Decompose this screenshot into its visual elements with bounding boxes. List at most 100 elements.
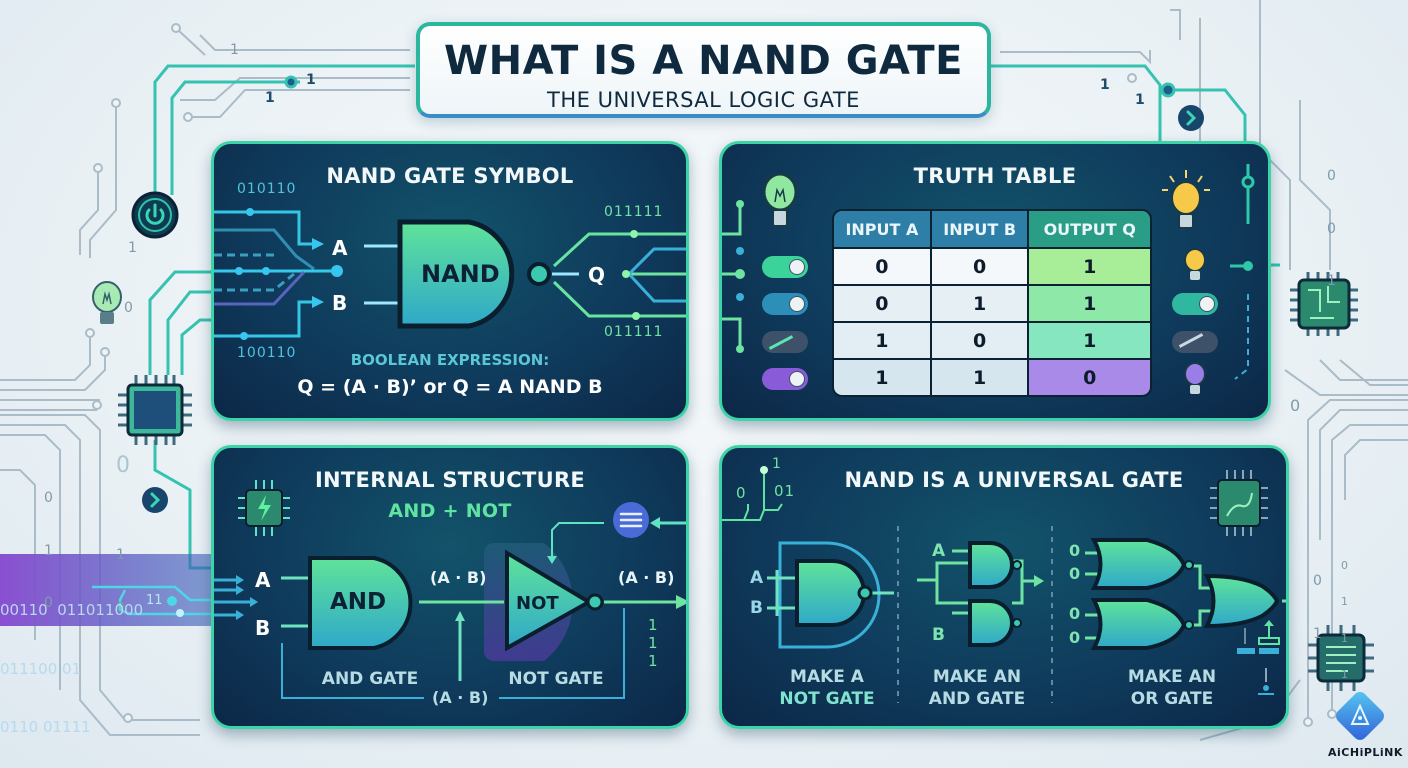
cell-output-q: 0 [1029,358,1150,395]
or-input-label: 0 [1069,604,1081,623]
universal-gate-panel: 0 1 01 NAND IS A UNIVERSAL GATE A B A B … [719,445,1289,729]
panel-title: NAND IS A UNIVERSAL GATE [844,468,1184,492]
output-q-label: Q [588,263,606,287]
page-subtitle: THE UNIVERSAL LOGIC GATE [547,88,860,112]
title-banner: WHAT IS A NAND GATE THE UNIVERSAL LOGIC … [416,22,991,118]
output-bits: 1 1 1 [648,616,659,670]
toggle-knob [789,371,805,387]
circuit-chip-icon [1290,272,1358,336]
toggle-knob [1199,296,1215,312]
bg-bit: 0 [44,595,53,611]
bg-bit: 1 [1100,77,1110,93]
bg-bit: 0 [116,453,130,478]
cell-input-a: 0 [834,247,932,284]
header-output-q: OUTPUT Q [1029,211,1150,247]
table-row: 0 0 1 [834,247,1150,284]
bg-bit-column: 0 1 1 1 [1341,536,1348,693]
bg-bit: 1 [1341,668,1348,682]
toggle-switch[interactable] [762,331,808,353]
cell-output-q: 1 [1029,321,1150,358]
bg-bit: 1 [1341,595,1348,609]
caption-line: MAKE A [790,667,864,687]
output-bit: 1 [648,652,659,670]
truth-table-panel: TRUTH TABLE INPUT A [719,141,1271,421]
nand-gate-label: NAND [421,260,500,288]
bg-bit: 0 [1327,220,1336,237]
output-bit: 1 [648,634,659,652]
caption-line: AND GATE [928,689,1026,710]
not-gate-caption: NOT GATE [508,669,604,689]
boolean-expression: Q = (A · B)’ or Q = A NAND B [297,376,603,398]
toggle-switch[interactable] [1172,293,1218,315]
cell-input-b: 0 [931,321,1030,358]
lightbulb-icon [92,281,122,324]
input-b-label: B [255,616,271,640]
and-gate-caption: AND GATE [321,669,419,689]
table-row: 0 1 1 [834,284,1150,321]
or-input-label: 0 [1069,564,1081,583]
boolean-expression-label: BOOLEAN EXPRESSION: [350,351,550,369]
brand-logo-text: AiCHiPLiNK [1328,746,1403,759]
toggle-switch[interactable] [762,368,808,390]
input-a-label: A [255,568,271,592]
output-bit: 1 [648,616,659,634]
panel-subtitle: AND + NOT [388,500,512,522]
input-bits-bottom: 100110 [237,345,297,361]
bg-bit: 1 [265,90,275,106]
not-gate-label: NOT [516,593,559,614]
toggle-switch[interactable] [1172,331,1218,353]
bg-bit: 1 [44,542,53,559]
bg-bit: 1 [1327,273,1336,289]
toggle-knob [789,259,805,275]
caption-line: MAKE AN [1127,667,1217,687]
output-bits-top: 011111 [604,204,664,220]
toggle-switch[interactable] [762,293,808,315]
or-input-label: 0 [1069,628,1081,647]
stream-line: 0110 01111 [0,718,91,736]
panel-title: NAND GATE SYMBOL [326,164,574,188]
bg-bit-column: 0 0 1 [1327,133,1336,308]
bg-bit: 0 [1341,559,1348,573]
chevron-right-icon[interactable] [140,485,170,515]
output-indicator-icon [1237,620,1280,695]
bg-bit: 1 [128,240,137,256]
make-or-gate-caption: MAKE AN OR GATE [1092,666,1252,710]
not-input-b-label: B [750,598,763,618]
bg-bit: 1 [1341,631,1348,645]
feedback-expression: (A · B) [432,688,489,707]
bg-bit: 1 [1313,625,1322,642]
bg-bit: 0 [1290,396,1301,415]
list-icon[interactable] [613,502,649,538]
toggle-knob [789,296,805,312]
bg-bit-column: 1 0 [116,512,125,635]
stream-line: 00110 011011000 [0,601,144,619]
toggle-lever [1178,333,1204,348]
internal-structure-panel: INTERNAL STRUCTURE AND + NOT A B AND NOT… [211,445,689,729]
power-icon[interactable] [130,190,180,240]
bg-bit: 0 [44,490,53,506]
lightbulb-on-icon [1184,248,1206,280]
table-row: 1 0 1 [834,321,1150,358]
bg-bit: 1 [116,547,125,563]
caption-line: MAKE AN [932,667,1022,687]
cell-input-a: 1 [834,358,932,395]
output-bits-bottom: 011111 [604,324,664,340]
lightning-chip-icon [238,480,290,536]
cell-output-q: 1 [1029,284,1150,321]
corner-bit: 0 [736,484,747,502]
caption-line: OR GATE [1130,689,1214,710]
toggle-switch[interactable] [762,256,808,278]
and-input-b-label: B [932,625,945,645]
data-stream-text: 00110 011011000 011100 01 0110 01111 [0,562,143,757]
corner-bit: 01 [774,482,796,500]
make-and-gate-caption: MAKE AN AND GATE [912,666,1042,710]
bg-bit: 11 [146,593,163,608]
lightbulb-off-icon [1184,362,1206,394]
chevron-right-icon[interactable] [1176,103,1206,133]
cell-input-b: 1 [931,358,1030,395]
bg-bit: 0 [116,599,125,616]
nand-symbol-panel: NAND GATE SYMBOL 010110 100110 011111 01… [211,141,689,421]
glowing-lightbulb-icon [1162,170,1210,229]
document-chip-icon [1308,625,1374,691]
